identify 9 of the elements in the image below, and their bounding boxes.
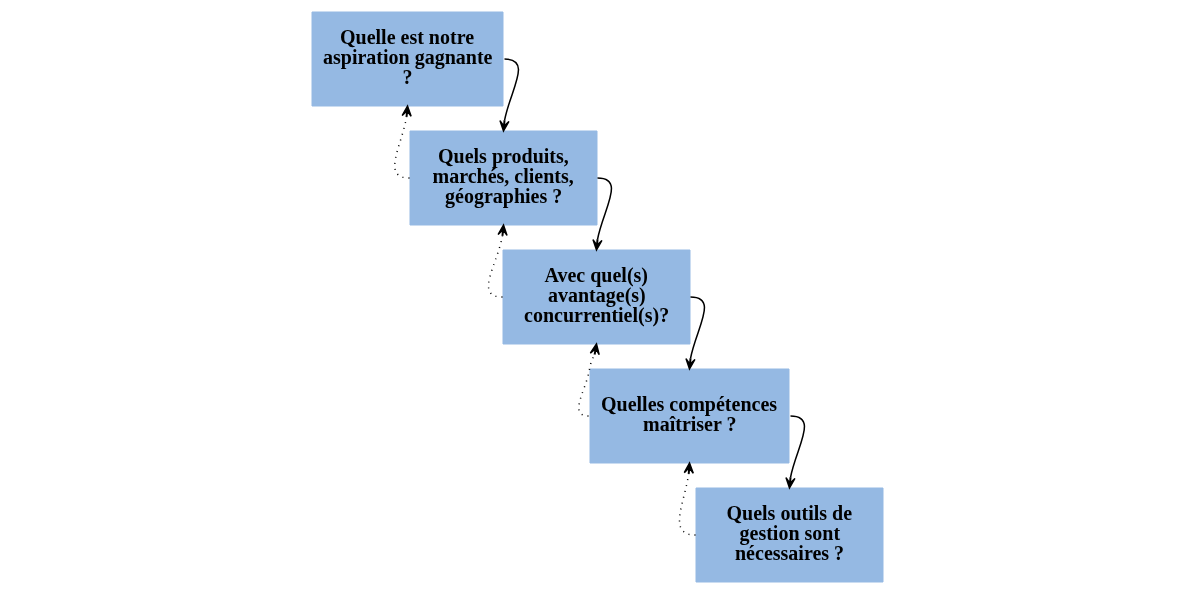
arrow [393,105,412,179]
node-box: Quelles compétences maîtriser ? [589,368,789,464]
node-box: Quels outils de gestion sont nécessaires ? [695,487,883,583]
node-box: Quels produits, marchés, clients, géographies ? [409,130,597,226]
arrow [487,224,508,298]
node-box: Avec quel(s) avantage(s) concurrentiel(s)? [502,249,690,345]
node-box: Quelle est notre aspiration gagnante ? [311,11,503,107]
arrow [577,343,600,417]
arrow [678,462,696,536]
